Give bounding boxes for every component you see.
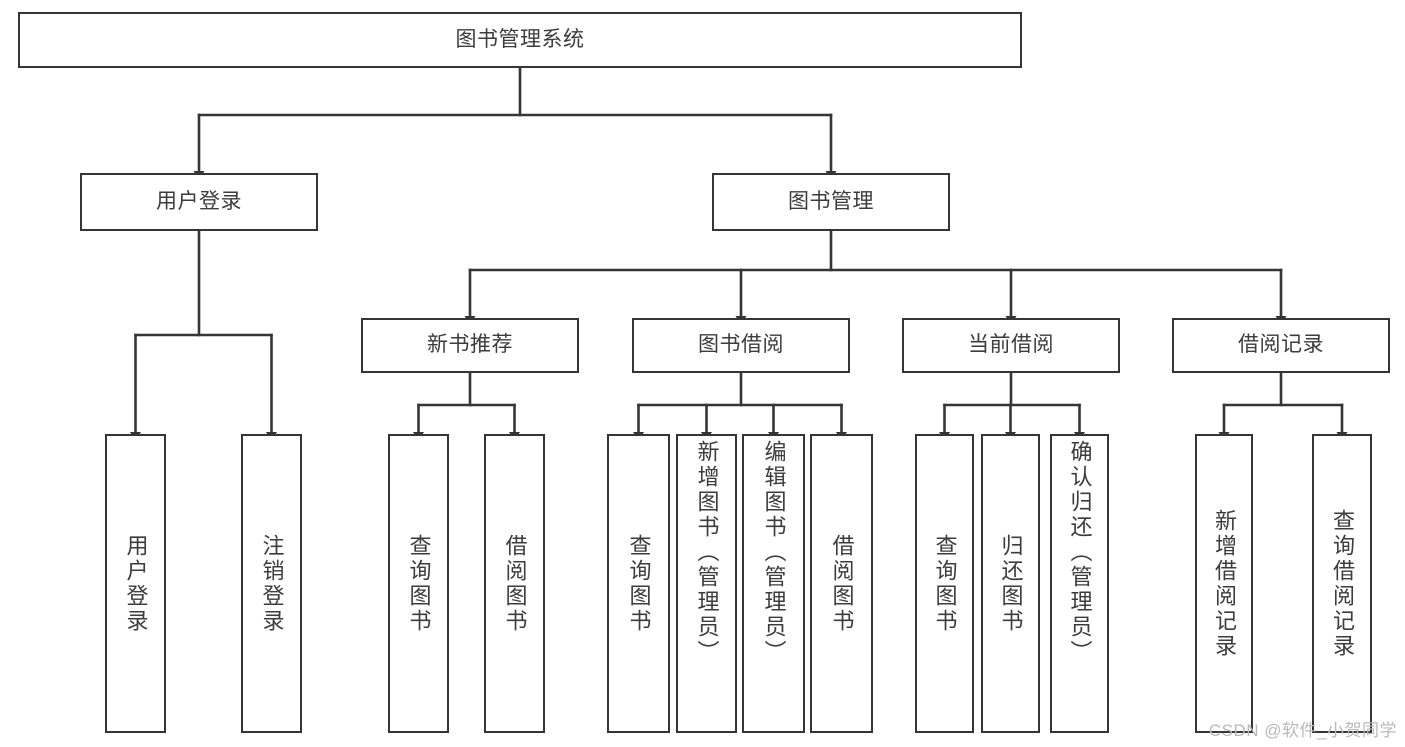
node-leaf-user-login[interactable]: 用户登录 bbox=[105, 434, 166, 733]
node-label-leaf-user-login: 用户登录 bbox=[123, 533, 149, 634]
node-label-leaf-logout: 注销登录 bbox=[259, 533, 285, 634]
node-leaf-logout[interactable]: 注销登录 bbox=[241, 434, 302, 733]
connector-lines bbox=[130, 66, 1348, 441]
node-leaf-query-record[interactable]: 查询借阅记录 bbox=[1312, 434, 1372, 733]
node-book-manage[interactable]: 图书管理 bbox=[712, 173, 950, 231]
node-label-current-borrow: 当前借阅 bbox=[968, 333, 1054, 357]
node-leaf-query-book-2[interactable]: 查询图书 bbox=[607, 434, 670, 733]
node-label-leaf-edit-book: 编辑图书（管理员） bbox=[761, 440, 787, 665]
node-borrow-record[interactable]: 借阅记录 bbox=[1172, 318, 1390, 373]
node-label-leaf-borrow-book-2: 借阅图书 bbox=[829, 533, 855, 634]
node-leaf-confirm-return[interactable]: 确认归还（管理员） bbox=[1050, 434, 1109, 733]
node-label-leaf-query-book-3: 查询图书 bbox=[932, 533, 958, 634]
node-label-leaf-add-book: 新增图书（管理员） bbox=[694, 440, 720, 665]
node-leaf-add-record[interactable]: 新增借阅记录 bbox=[1195, 434, 1253, 733]
node-leaf-return-book[interactable]: 归还图书 bbox=[981, 434, 1040, 733]
node-label-leaf-add-record: 新增借阅记录 bbox=[1212, 508, 1237, 659]
node-new-book-rec[interactable]: 新书推荐 bbox=[361, 318, 579, 373]
node-leaf-borrow-book-1[interactable]: 借阅图书 bbox=[484, 434, 545, 733]
node-leaf-edit-book[interactable]: 编辑图书（管理员） bbox=[742, 434, 805, 733]
node-label-new-book-rec: 新书推荐 bbox=[427, 333, 513, 357]
node-label-borrow-record: 借阅记录 bbox=[1238, 333, 1324, 357]
node-leaf-add-book[interactable]: 新增图书（管理员） bbox=[676, 434, 737, 733]
node-label-leaf-query-book-2: 查询图书 bbox=[626, 533, 652, 634]
node-label-leaf-return-book: 归还图书 bbox=[998, 533, 1024, 634]
node-label-leaf-query-record: 查询借阅记录 bbox=[1330, 508, 1355, 659]
node-label-user-login: 用户登录 bbox=[156, 189, 242, 213]
node-label-leaf-confirm-return: 确认归还（管理员） bbox=[1067, 440, 1093, 665]
node-leaf-query-book-3[interactable]: 查询图书 bbox=[915, 434, 974, 733]
node-leaf-borrow-book-2[interactable]: 借阅图书 bbox=[810, 434, 873, 733]
node-label-leaf-query-book-1: 查询图书 bbox=[406, 533, 432, 634]
node-book-borrow[interactable]: 图书借阅 bbox=[632, 318, 850, 373]
node-label-book-manage: 图书管理 bbox=[788, 189, 874, 213]
node-root[interactable]: 图书管理系统 bbox=[18, 12, 1022, 68]
node-user-login[interactable]: 用户登录 bbox=[80, 173, 318, 231]
node-label-leaf-borrow-book-1: 借阅图书 bbox=[502, 533, 528, 634]
node-current-borrow[interactable]: 当前借阅 bbox=[902, 318, 1120, 373]
node-label-root: 图书管理系统 bbox=[455, 27, 585, 51]
node-leaf-query-book-1[interactable]: 查询图书 bbox=[388, 434, 449, 733]
node-label-book-borrow: 图书借阅 bbox=[698, 333, 784, 357]
